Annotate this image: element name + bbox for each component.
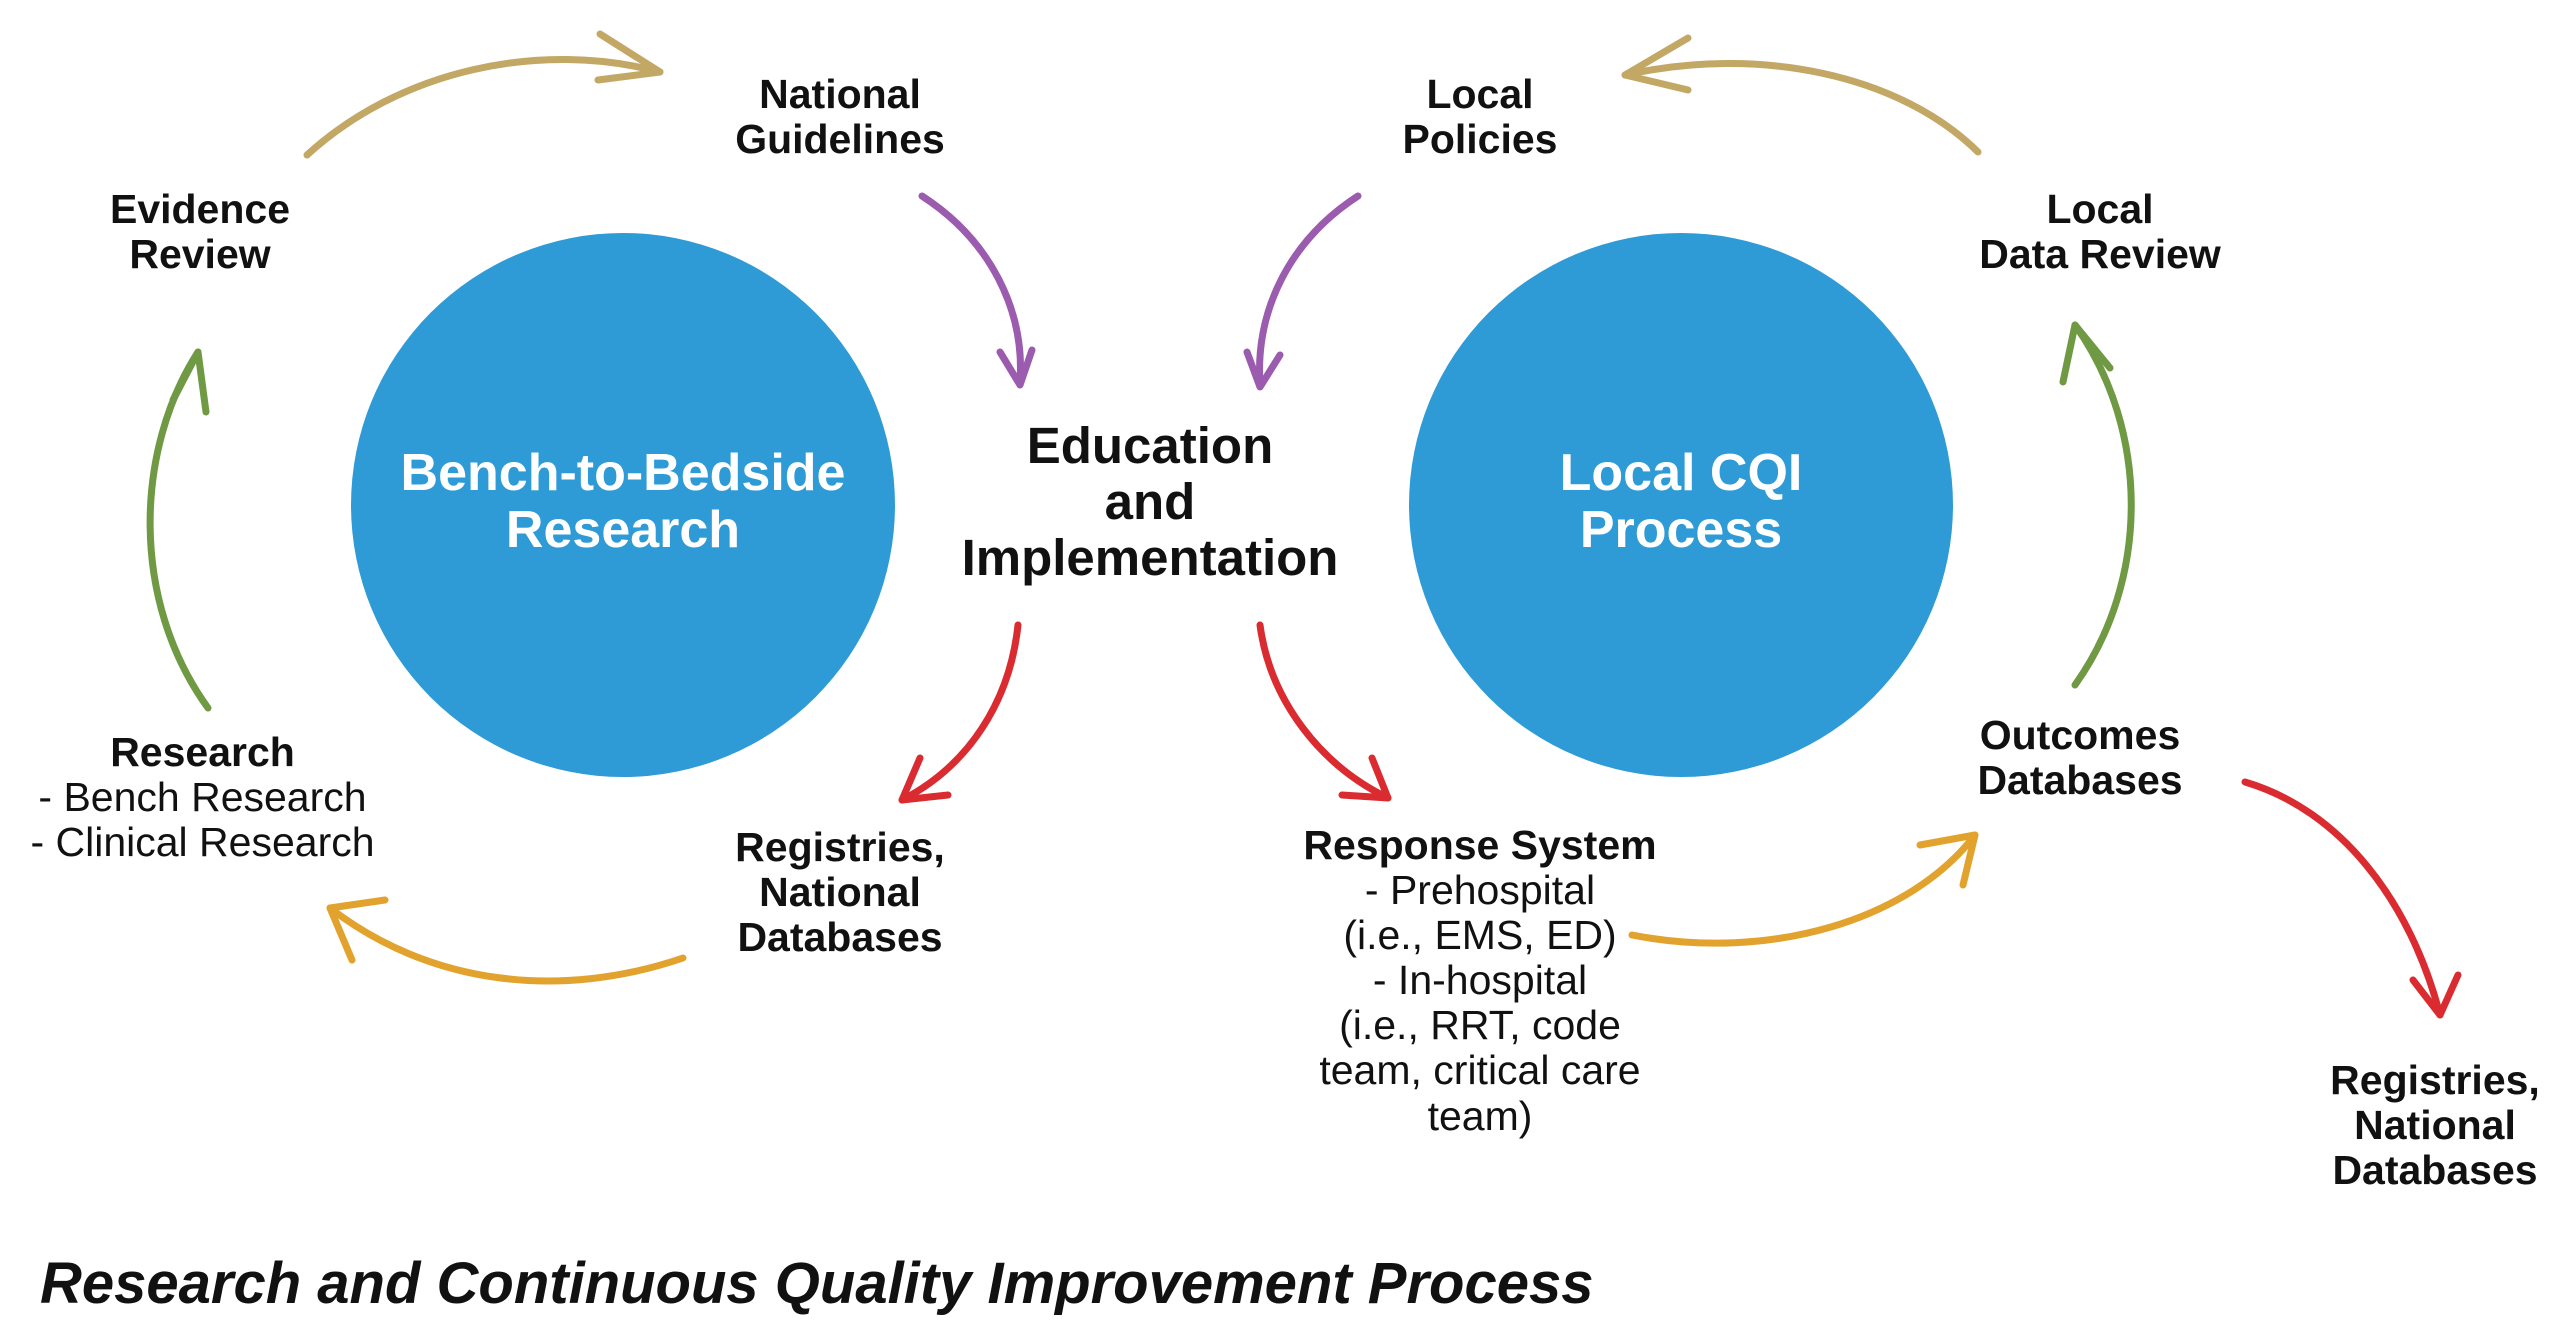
response-line3: - In-hospital xyxy=(1372,957,1588,1004)
circle-left-line1: Bench-to-Bedside xyxy=(400,444,846,502)
orange-arrow-registries-to-research xyxy=(326,904,687,985)
red-arrowhead-education-to-registries xyxy=(898,754,952,804)
research-item-bench: - Bench Research xyxy=(38,774,367,821)
purple-arrowhead-policies-to-education xyxy=(1243,348,1284,391)
node-evidence-review: Evidence Review xyxy=(50,186,350,278)
registries-left-line1: Registries, xyxy=(735,824,945,870)
tan-arrow-evidence-to-guidelines xyxy=(303,56,664,159)
red-arrow-outcomes-to-registries xyxy=(2241,778,2444,1019)
orange-arrowhead-registries-to-research xyxy=(326,896,389,964)
circle-left-line2: Research xyxy=(505,501,741,560)
education-line2: and xyxy=(1104,473,1196,531)
research-heading: Research xyxy=(110,729,295,775)
purple-arrow-policies-to-education xyxy=(1256,192,1362,389)
tan-arrow-datareview-to-policies xyxy=(1621,60,1982,156)
purple-arrowhead-guidelines-to-education xyxy=(996,346,1036,389)
research-item-clinical: - Clinical Research xyxy=(30,819,375,866)
node-local-policies: Local Policies xyxy=(1330,71,1630,163)
national-guidelines-line2: Guidelines xyxy=(735,116,945,163)
response-line5: team, critical care xyxy=(1319,1047,1641,1094)
green-arrowhead-outcomes-to-datareview xyxy=(2059,321,2114,386)
purple-arrow-guidelines-to-education xyxy=(918,192,1024,386)
node-response-system: Response System - Prehospital (i.e., EMS… xyxy=(1265,822,1695,1139)
node-outcomes-databases: Outcomes Databases xyxy=(1930,712,2230,804)
response-line4: (i.e., RRT, code xyxy=(1339,1002,1621,1049)
registries-left-line2: National xyxy=(759,869,921,916)
local-cqi-circle-label: Local CQI Process xyxy=(1381,444,1981,560)
education-line3: Implementation xyxy=(961,529,1339,587)
orange-arrow-response-to-outcomes xyxy=(1628,831,1979,947)
bench-to-bedside-circle xyxy=(351,233,895,777)
circle-right-line2: Process xyxy=(1579,501,1783,560)
registries-left-line3: Databases xyxy=(737,914,943,961)
response-heading: Response System xyxy=(1303,822,1657,868)
registries-right-line2: National xyxy=(2354,1102,2516,1149)
node-research: Research - Bench Research - Clinical Res… xyxy=(5,729,400,866)
education-line1: Education xyxy=(1026,417,1274,474)
red-arrowhead-education-to-response xyxy=(1338,754,1392,802)
outcomes-line1: Outcomes xyxy=(1979,712,2181,758)
node-local-data-review: Local Data Review xyxy=(1940,186,2260,278)
tan-arrowhead-datareview-to-policies xyxy=(1621,34,1692,94)
diagram-caption: Research and Continuous Quality Improvem… xyxy=(40,1251,1594,1316)
local-data-review-line2: Data Review xyxy=(1979,231,2221,278)
evidence-review-line1: Evidence xyxy=(109,186,291,232)
red-arrow-education-to-response xyxy=(1256,621,1392,802)
response-line1: - Prehospital xyxy=(1364,867,1596,914)
local-data-review-line1: Local xyxy=(2046,186,2154,232)
node-education-implementation: Education and Implementation xyxy=(930,417,1370,587)
circle-right-line1: Local CQI xyxy=(1559,444,1803,502)
node-registries-right: Registries, National Databases xyxy=(2285,1057,2560,1194)
green-arrowhead-research-to-evidence xyxy=(169,348,210,416)
node-registries-left: Registries, National Databases xyxy=(690,824,990,961)
outcomes-line2: Databases xyxy=(1977,757,2183,804)
tan-arrowhead-evidence-to-guidelines xyxy=(594,30,664,84)
green-arrow-research-to-evidence xyxy=(146,348,212,712)
red-arrow-education-to-registries xyxy=(898,621,1022,804)
local-cqi-circle xyxy=(1409,233,1953,777)
local-policies-line2: Policies xyxy=(1402,116,1558,163)
node-national-guidelines: National Guidelines xyxy=(690,71,990,163)
red-arrowhead-outcomes-to-registries xyxy=(2409,971,2462,1019)
response-line6: team) xyxy=(1427,1092,1533,1139)
evidence-review-line2: Review xyxy=(129,231,271,278)
registries-right-line1: Registries, xyxy=(2330,1057,2540,1103)
local-policies-line1: Local xyxy=(1426,71,1534,117)
registries-right-line3: Databases xyxy=(2332,1147,2538,1194)
response-line2: (i.e., EMS, ED) xyxy=(1343,912,1617,959)
national-guidelines-line1: National xyxy=(759,71,921,117)
bench-to-bedside-circle-label: Bench-to-Bedside Research xyxy=(323,444,923,560)
orange-arrowhead-response-to-outcomes xyxy=(1916,831,1979,889)
green-arrow-outcomes-to-datareview xyxy=(2071,321,2135,689)
